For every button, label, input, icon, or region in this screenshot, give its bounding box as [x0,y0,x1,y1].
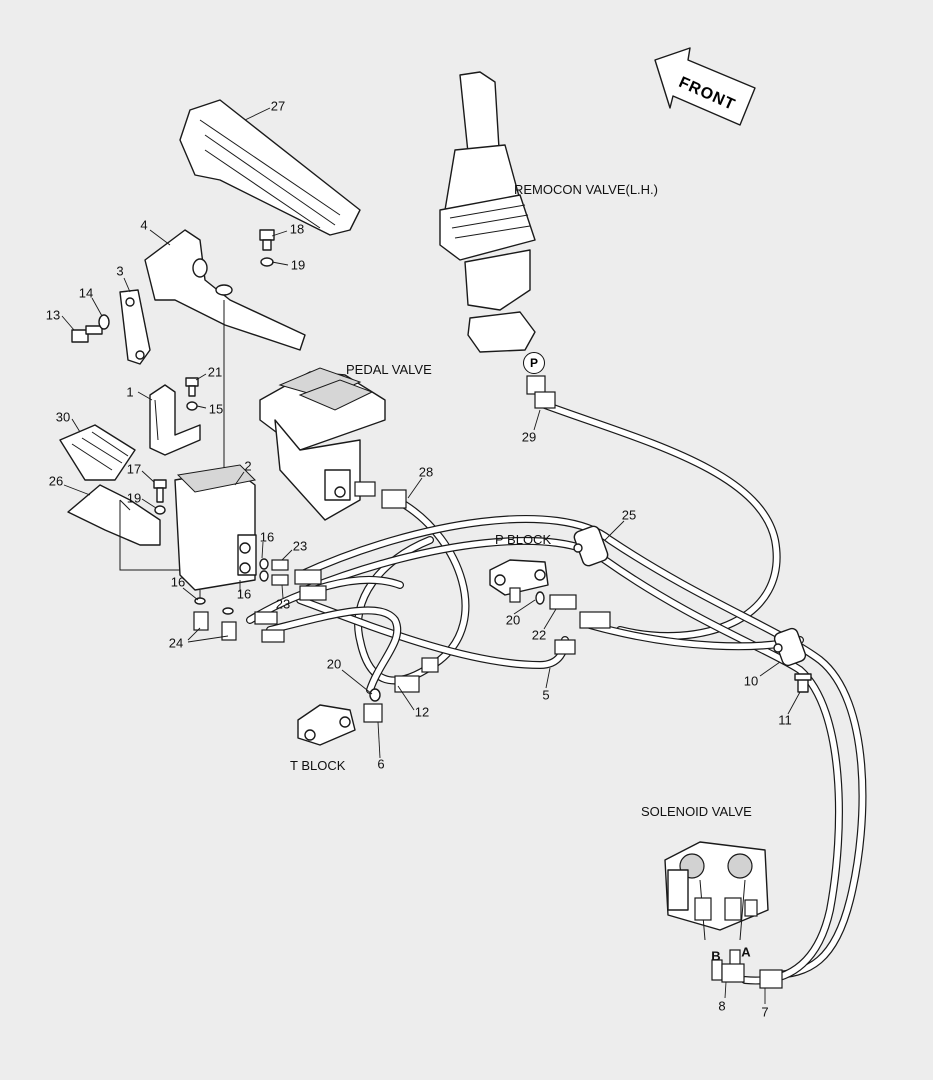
bracket-26 [67,484,161,546]
callout-25: 25 [621,507,637,523]
callout-8: 8 [718,998,726,1014]
p-block-body [489,559,549,603]
callout-22: 22 [531,627,547,643]
callout-29: 29 [521,429,537,445]
hose-clamp-10 [773,627,807,667]
title-p-block: P BLOCK [495,532,552,547]
pedal-27 [179,99,361,236]
callout-16-c: 16 [170,574,186,590]
callout-24: 24 [168,635,184,651]
callout-10: 10 [743,673,759,689]
callout-7: 7 [761,1004,769,1020]
hose-clamp-25 [573,525,609,567]
callout-20-b: 20 [505,612,521,628]
washer-19-lower [154,505,166,515]
callout-23-b: 23 [275,596,291,612]
guard-1 [149,384,201,456]
callout-23-a: 23 [292,538,308,554]
reference-lines [119,300,225,600]
callout-1: 1 [126,384,134,400]
callout-16-a: 16 [259,529,275,545]
title-t-block: T BLOCK [290,758,346,773]
bolt-17 [153,479,167,503]
callout-4: 4 [140,217,148,233]
callout-16-b: 16 [236,586,252,602]
port-b-mark: B [711,948,721,964]
callout-5: 5 [542,687,550,703]
callout-30: 30 [55,409,71,425]
callout-2: 2 [244,458,252,474]
bolt-18 [259,229,275,251]
link-3 [119,289,151,365]
title-pedal-valve: PEDAL VALVE [346,362,432,377]
callout-15: 15 [208,401,224,417]
callout-14: 14 [78,285,94,301]
pedal-pad-30 [59,424,136,481]
solenoid-valve-body [664,841,783,989]
bolt-11 [794,673,812,693]
washer-14 [98,314,110,330]
callout-11: 11 [778,712,792,728]
fittings-16-23-24 [193,558,327,643]
callout-27: 27 [270,98,286,114]
washer-15 [186,401,198,411]
bolt-13 [71,325,103,343]
callout-12: 12 [414,704,430,720]
callout-19-upper: 19 [290,257,306,273]
callout-6: 6 [377,756,385,772]
callout-21: 21 [207,364,223,380]
callout-19-lower: 19 [126,490,142,506]
callout-26: 26 [48,473,64,489]
port-p-mark: P [523,352,545,374]
callout-28: 28 [418,464,434,480]
remocon-valve-body [439,71,556,409]
washer-19-upper [260,257,274,267]
callout-17: 17 [126,461,142,477]
callout-13: 13 [45,307,61,323]
port-a-mark: A [741,944,751,960]
title-solenoid-valve: SOLENOID VALVE [641,804,752,819]
pedal-valve-body [259,367,407,521]
callout-3: 3 [116,263,124,279]
bolt-21 [185,377,199,397]
callout-20-a: 20 [326,656,342,672]
fittings-20-22 [535,591,611,655]
callout-18: 18 [289,221,305,237]
front-arrow [654,47,756,126]
brake-valve-2 [174,464,257,591]
title-remocon-valve: REMOCON VALVE(L.H.) [514,182,658,197]
pedal-bracket-4 [144,229,306,351]
